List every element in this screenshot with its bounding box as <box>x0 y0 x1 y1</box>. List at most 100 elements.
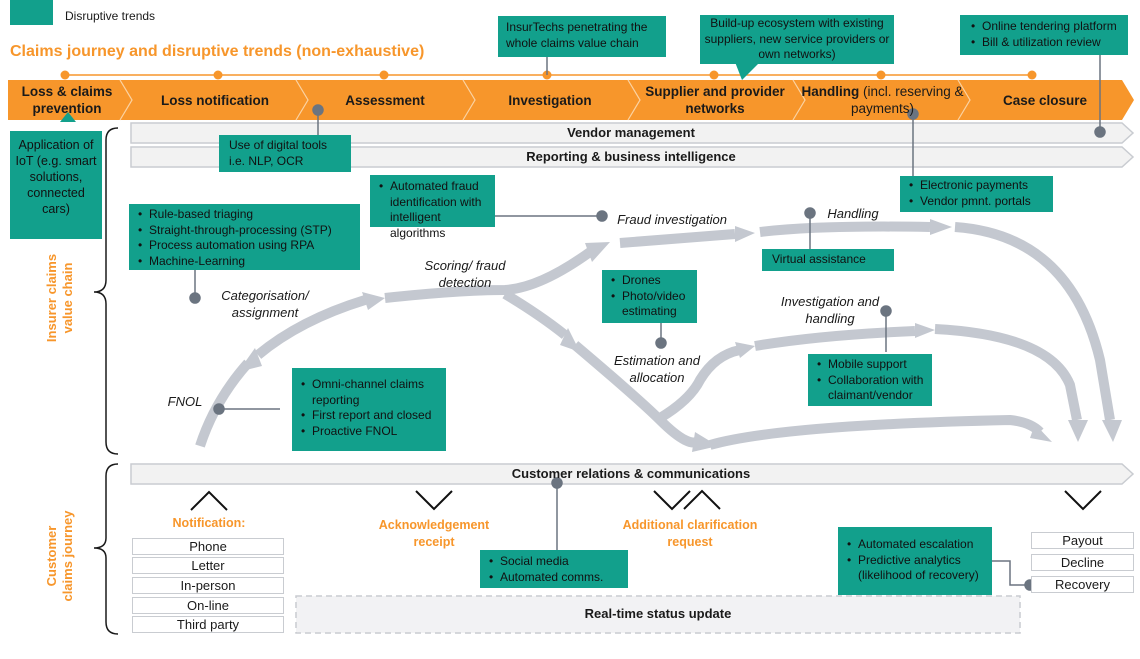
legend-swatch <box>10 0 53 25</box>
trend-item: Drones <box>611 273 691 289</box>
trend-digital-tools: Use of digital tools i.e. NLP, OCR <box>219 135 351 172</box>
flow-handling-down <box>954 222 1115 421</box>
trend-tendering: Online tendering platformBill & utilizat… <box>960 15 1128 55</box>
trend-item: Omni-channel claims reporting <box>301 377 440 408</box>
journey-clarification: Additional clarification request <box>622 518 758 549</box>
stage-loss-notification: Loss notification <box>161 92 269 108</box>
trend-item: Electronic payments <box>909 178 1047 194</box>
vendor-bar-shape <box>130 122 1135 144</box>
flow-label-investigation-handling: Investigation and handling <box>780 294 880 326</box>
trend-item: Bill & utilization review <box>971 35 1120 51</box>
trend-fraud-automation: Automated fraud identification with inte… <box>370 175 495 240</box>
realtime-box <box>295 595 1021 634</box>
trend-item: Process automation using RPA <box>138 238 354 254</box>
trend-item: Straight-through-processing (STP) <box>138 223 354 239</box>
timeline-dot <box>1027 70 1037 80</box>
timeline-dot <box>709 70 719 80</box>
iot-pointer <box>60 112 76 122</box>
trend-item: Photo/video estimating <box>611 289 691 320</box>
journey-acknowledgement: Acknowledgement receipt <box>378 518 490 549</box>
outcome-option-payout: Payout <box>1031 532 1134 549</box>
vendor-management-bar: Vendor management <box>567 125 695 140</box>
outcome-option-recovery: Recovery <box>1031 576 1134 593</box>
customer-brace <box>93 463 119 635</box>
flow-estimation <box>571 341 704 448</box>
trend-item: Rule-based triaging <box>138 207 354 223</box>
trend-item: Online tendering platform <box>971 19 1120 35</box>
flow-label-handling: Handling <box>827 206 879 221</box>
trend-item: Social media <box>489 554 622 570</box>
flow-handling <box>759 221 931 237</box>
trend-triaging: Rule-based triaging Straight-through-pro… <box>129 204 360 270</box>
timeline-dots <box>60 70 1037 80</box>
trend-item: First report and closed <box>301 408 440 424</box>
trend-drones: DronesPhoto/video estimating <box>602 270 697 323</box>
connectors <box>189 55 1106 591</box>
flow-estimation-branch <box>502 289 569 339</box>
insurer-brace <box>93 127 119 455</box>
flow-inv-down <box>934 324 1082 421</box>
timeline-dot <box>60 70 70 80</box>
reporting-bar: Reporting & business intelligence <box>526 149 736 164</box>
stage-band <box>8 80 1134 120</box>
trend-iot: Application of IoT (e.g. smart solutions… <box>10 131 102 239</box>
customer-bar-shape <box>130 463 1135 485</box>
trend-item: Predictive analytics (likelihood of reco… <box>847 553 986 584</box>
stage-investigation: Investigation <box>508 92 592 108</box>
trend-insurtechs: InsurTechs penetrating the whole claims … <box>498 16 666 57</box>
legend-label: Disruptive trends <box>65 9 156 23</box>
trend-item: Proactive FNOL <box>301 424 440 440</box>
trend-mobile: Mobile supportCollaboration with claiman… <box>808 354 932 406</box>
flow-arrowheads <box>238 219 1122 452</box>
trend-virtual-assistance: Virtual assistance <box>762 249 894 271</box>
timeline-dot <box>213 70 223 80</box>
trend-item: Collaboration with claimant/vendor <box>817 373 926 404</box>
insurer-side-label: Insurer claims value chain <box>44 253 75 343</box>
page-title: Claims journey and disruptive trends (no… <box>10 43 425 60</box>
timeline-dot <box>876 70 886 80</box>
trend-item: Automated fraud identification with inte… <box>379 179 489 241</box>
trend-item: Automated escalation <box>847 537 986 553</box>
trend-ecosystem: Build-up ecosystem with existing supplie… <box>700 15 894 64</box>
flow-est-up <box>657 345 742 423</box>
trend-item: Machine-Learning <box>138 254 354 270</box>
timeline-dot <box>379 70 389 80</box>
trend-item: Vendor pmnt. portals <box>909 194 1047 210</box>
ecosystem-pointer <box>735 62 760 80</box>
notification-option-letter: Letter <box>132 557 284 574</box>
flow-inv-handling <box>754 326 916 351</box>
stage-separators <box>119 79 971 121</box>
stage-supplier-networks: Supplier and provider networks <box>645 84 785 116</box>
notification-option-third-party: Third party <box>132 616 284 633</box>
trend-social: Social mediaAutomated comms. <box>480 550 628 588</box>
flow-label-fnol: FNOL <box>167 394 203 409</box>
flow-categorisation <box>254 295 367 359</box>
notification-option-in-person: In-person <box>132 577 284 594</box>
flow-label-fraud-investigation: Fraud investigation <box>617 212 727 227</box>
trend-omni-channel: Omni-channel claims reporting First repo… <box>292 368 446 451</box>
stage-handling-rest: (incl. reserving & payments) <box>850 84 964 116</box>
outcome-option-decline: Decline <box>1031 554 1134 571</box>
flow-label-scoring: Scoring/ fraud detection <box>424 258 506 290</box>
reporting-bar-shape <box>130 146 1135 168</box>
notification-option-phone: Phone <box>132 538 284 555</box>
stage-handling-bold: Handling <box>801 84 860 99</box>
notification-option-online: On-line <box>132 597 284 614</box>
flow-label-estimation: Estimation and allocation <box>614 353 700 385</box>
stage-loss-prevention: Loss & claims prevention <box>21 84 113 116</box>
journey-chevrons <box>190 489 1102 511</box>
customer-relations-bar: Customer relations & communications <box>511 466 751 481</box>
flow-bottom <box>708 414 1044 450</box>
journey-notification: Notification: <box>172 516 246 530</box>
trend-item: Automated comms. <box>489 570 622 586</box>
trend-escalation: Automated escalationPredictive analytics… <box>838 527 992 595</box>
customer-side-label: Customer claims journey <box>44 510 75 602</box>
flow-label-categorisation: Categorisation/ assignment <box>221 288 309 320</box>
flow-fraud <box>619 229 736 248</box>
stage-assessment: Assessment <box>345 92 425 108</box>
flow-scoring <box>384 247 593 303</box>
stage-case-closure: Case closure <box>1002 92 1088 108</box>
trend-payments: Electronic paymentsVendor pmnt. portals <box>900 176 1053 212</box>
stage-handling: Handling (incl. reserving & payments) <box>800 80 965 120</box>
